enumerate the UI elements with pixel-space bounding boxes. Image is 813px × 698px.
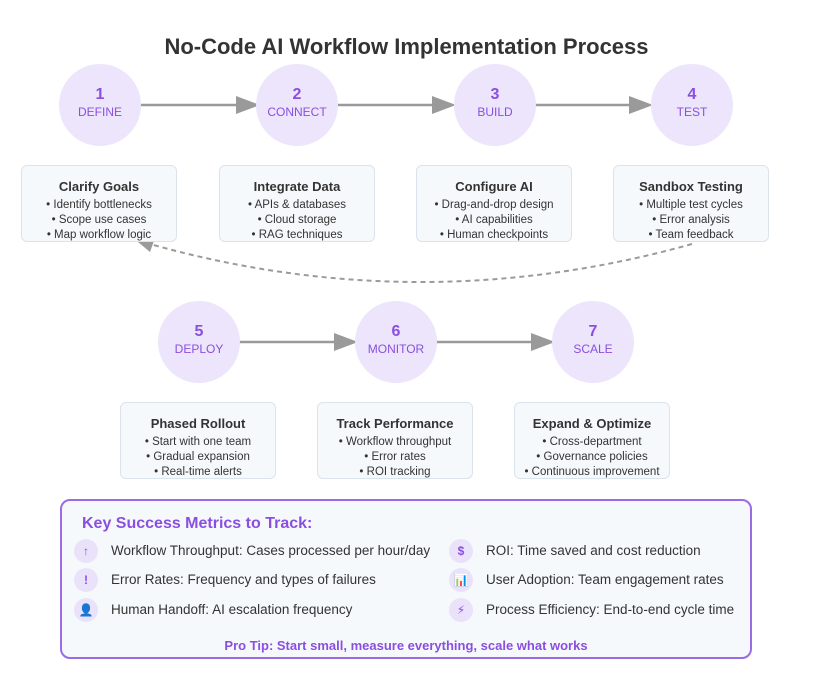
step-number: 2	[292, 86, 302, 103]
card-item: • Continuous improvement	[524, 466, 660, 478]
pro-tip: Pro Tip: Start small, measure everything…	[224, 638, 588, 653]
step-1-card: Clarify Goals • Identify bottlenecks • S…	[21, 165, 177, 242]
step-label: SCALE	[573, 342, 613, 356]
card-item: • Multiple test cycles	[639, 199, 743, 211]
card-item: • Start with one team	[144, 436, 252, 448]
card-item: • Error analysis	[652, 214, 730, 226]
arrow-5-6	[239, 333, 358, 351]
card-item: • Gradual expansion	[146, 451, 250, 463]
metrics-title: Key Success Metrics to Track:	[82, 515, 313, 532]
card-item: • Human checkpoints	[439, 229, 549, 241]
card-title: Configure AI	[455, 179, 533, 194]
metric-text: Process Efficiency: End-to-end cycle tim…	[486, 602, 735, 617]
step-number: 6	[391, 323, 401, 340]
step-7-circle: 7 SCALE	[552, 301, 634, 383]
metric-text: ROI: Time saved and cost reduction	[486, 543, 701, 558]
step-3-card: Configure AI • Drag-and-drop design • AI…	[416, 165, 572, 242]
card-title: Expand & Optimize	[532, 416, 652, 431]
exclamation-icon: !	[74, 568, 98, 592]
card-item: • RAG techniques	[251, 229, 343, 241]
bar-chart-icon: 📊	[449, 568, 473, 592]
page-title: No-Code AI Workflow Implementation Proce…	[164, 34, 649, 59]
card-item: • Identify bottlenecks	[46, 199, 152, 211]
card-item: • Scope use cases	[51, 214, 147, 226]
step-number: 7	[588, 323, 598, 340]
step-2-card: Integrate Data • APIs & databases • Clou…	[219, 165, 375, 242]
metric-text: User Adoption: Team engagement rates	[486, 572, 724, 587]
card-item: • Cloud storage	[257, 214, 337, 226]
arrow-6-7	[436, 333, 555, 351]
step-number: 1	[95, 86, 105, 103]
metric-text: Human Handoff: AI escalation frequency	[111, 602, 353, 617]
step-number: 5	[194, 323, 204, 340]
card-title: Integrate Data	[253, 179, 341, 194]
card-title: Clarify Goals	[58, 179, 140, 194]
metric-text: Error Rates: Frequency and types of fail…	[111, 572, 376, 587]
step-1-circle: 1 DEFINE	[59, 64, 141, 146]
step-2-circle: 2 CONNECT	[256, 64, 338, 146]
card-item: • AI capabilities	[455, 214, 533, 226]
arrow-1-2	[141, 96, 260, 114]
lightning-icon: ⚡	[449, 598, 473, 622]
step-label: DEFINE	[77, 105, 122, 119]
step-6-card: Track Performance • Workflow throughput …	[317, 402, 473, 479]
card-item: • Cross-department	[542, 436, 642, 448]
step-label: DEPLOY	[174, 342, 224, 356]
step-number: 4	[687, 86, 697, 103]
card-item: • Real-time alerts	[154, 466, 242, 478]
arrow-2-3	[338, 96, 456, 114]
step-5-card: Phased Rollout • Start with one team • G…	[120, 402, 276, 479]
feedback-loop-arrow	[138, 238, 693, 283]
step-label: BUILD	[477, 105, 513, 119]
card-title: Sandbox Testing	[639, 179, 743, 194]
step-4-circle: 4 TEST	[651, 64, 733, 146]
arrow-up-icon: ↑	[74, 539, 98, 563]
step-5-circle: 5 DEPLOY	[158, 301, 240, 383]
card-item: • Error rates	[364, 451, 426, 463]
card-item: • ROI tracking	[359, 466, 431, 478]
step-3-circle: 3 BUILD	[454, 64, 536, 146]
step-6-circle: 6 MONITOR	[355, 301, 437, 383]
card-item: • Drag-and-drop design	[434, 199, 554, 211]
card-title: Track Performance	[336, 416, 454, 431]
card-title: Phased Rollout	[150, 416, 246, 431]
step-label: CONNECT	[267, 105, 327, 119]
metrics-panel: Key Success Metrics to Track: ↑ Workflow…	[60, 499, 752, 659]
card-item: • APIs & databases	[247, 199, 346, 211]
dollar-icon: $	[449, 539, 473, 563]
arrow-3-4	[535, 96, 653, 114]
step-7-card: Expand & Optimize • Cross-department • G…	[514, 402, 670, 479]
step-4-card: Sandbox Testing • Multiple test cycles •…	[613, 165, 769, 242]
step-label: MONITOR	[367, 342, 425, 356]
card-item: • Governance policies	[536, 451, 648, 463]
card-item: • Team feedback	[648, 229, 734, 241]
card-item: • Map workflow logic	[46, 229, 152, 241]
step-label: TEST	[676, 105, 708, 119]
step-number: 3	[490, 86, 500, 103]
person-icon: 👤	[74, 598, 98, 622]
metric-text: Workflow Throughput: Cases processed per…	[111, 543, 431, 558]
card-item: • Workflow throughput	[338, 436, 452, 448]
